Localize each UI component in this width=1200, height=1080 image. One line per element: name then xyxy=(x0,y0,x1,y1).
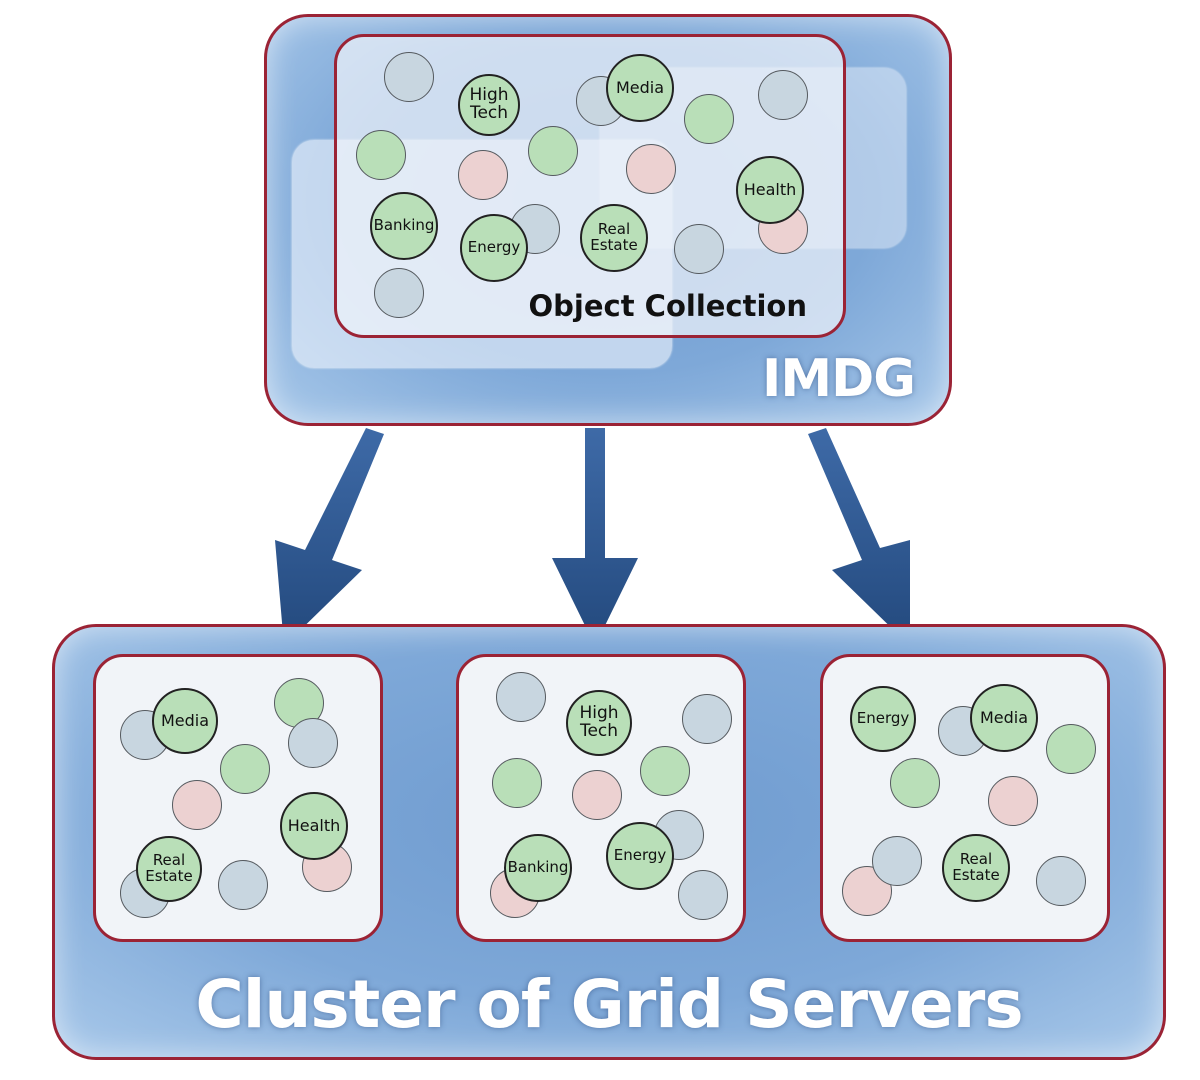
object-circle xyxy=(356,130,406,180)
object-collection-label: Object Collection xyxy=(528,289,808,323)
object-circle xyxy=(640,746,690,796)
object-circle xyxy=(684,94,734,144)
arrow-center xyxy=(552,428,638,646)
category-banking: Banking xyxy=(370,192,438,260)
category-banking: Banking xyxy=(504,834,572,902)
object-circle xyxy=(678,870,728,920)
category-media: Media xyxy=(152,688,218,754)
object-circle xyxy=(682,694,732,744)
object-circle xyxy=(458,150,508,200)
object-circle xyxy=(1036,856,1086,906)
category-high-tech: High Tech xyxy=(458,74,520,136)
object-circle xyxy=(374,268,424,318)
object-circle xyxy=(872,836,922,886)
category-health: Health xyxy=(736,156,804,224)
object-circle xyxy=(1046,724,1096,774)
object-circle xyxy=(572,770,622,820)
category-energy: Energy xyxy=(606,822,674,890)
object-circle xyxy=(288,718,338,768)
cluster-label: Cluster of Grid Servers xyxy=(195,966,1023,1043)
category-energy: Energy xyxy=(850,686,916,752)
object-circle xyxy=(528,126,578,176)
object-circle xyxy=(218,860,268,910)
category-real-estate: Real Estate xyxy=(136,836,202,902)
category-energy: Energy xyxy=(460,214,528,282)
category-media: Media xyxy=(970,684,1038,752)
object-circle xyxy=(496,672,546,722)
category-real-estate: Real Estate xyxy=(942,834,1010,902)
object-circle xyxy=(758,70,808,120)
category-high-tech: High Tech xyxy=(566,690,632,756)
object-circle xyxy=(626,144,676,194)
object-circle xyxy=(988,776,1038,826)
imdg-label: IMDG xyxy=(762,349,916,409)
object-circle xyxy=(384,52,434,102)
object-circle xyxy=(492,758,542,808)
arrow-left xyxy=(275,428,384,646)
category-media: Media xyxy=(606,54,674,122)
object-circle xyxy=(172,780,222,830)
object-circle xyxy=(890,758,940,808)
arrow-right xyxy=(808,428,910,646)
object-circle xyxy=(674,224,724,274)
category-health: Health xyxy=(280,792,348,860)
category-real-estate: Real Estate xyxy=(580,204,648,272)
object-circle xyxy=(220,744,270,794)
